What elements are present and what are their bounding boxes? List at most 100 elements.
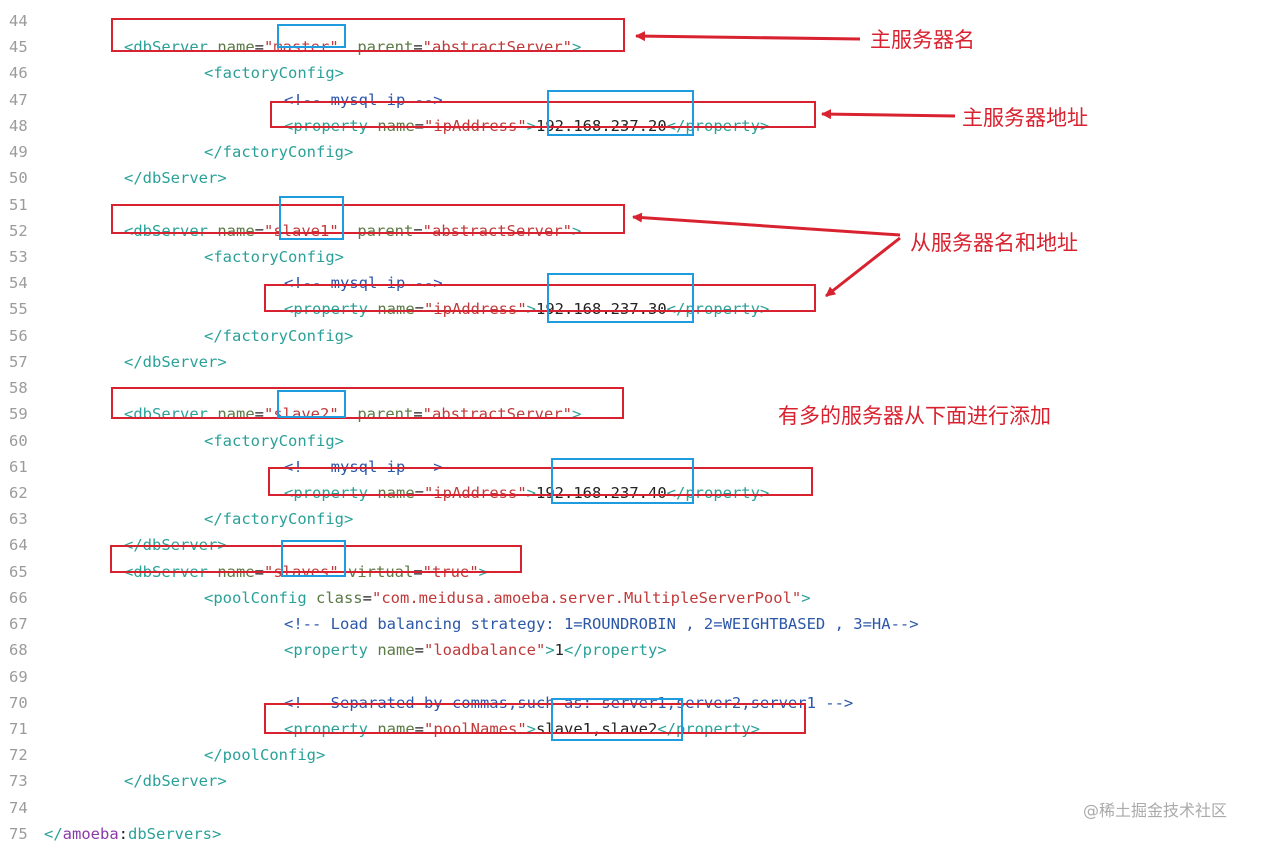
line-number: 44 (9, 12, 28, 30)
code-token-txt: = (362, 588, 372, 607)
code-token-tag: <property (284, 116, 378, 135)
highlight-line-65 (110, 545, 522, 573)
code-text: </factoryConfig> (204, 139, 353, 165)
code-token-txt: = (414, 483, 424, 502)
highlight-line-52 (111, 204, 625, 234)
line-number: 68 (9, 641, 28, 660)
code-token-tag: <factoryConfig> (204, 431, 344, 450)
line-number: 45 (9, 38, 28, 57)
line-number: 62 (9, 483, 28, 502)
line-number: 66 (9, 588, 28, 607)
code-token-tag: </property> (564, 641, 667, 660)
code-text: <property name="ipAddress">192.168.237.2… (284, 113, 769, 139)
highlight-slave2-name (277, 390, 346, 418)
code-token-tag: > (526, 300, 536, 319)
line-number: 46 (9, 64, 28, 83)
code-text: </factoryConfig> (204, 323, 353, 349)
code-line: 52<dbServer name="slave1" parent="abstra… (0, 218, 1268, 244)
code-token-tag: </dbServer> (124, 169, 227, 188)
line-number: 75 (9, 824, 28, 843)
line-number: 69 (9, 667, 28, 686)
code-token-attr: name (377, 483, 415, 502)
code-token-tag: </dbServer> (124, 352, 227, 371)
code-text: </dbServer> (124, 349, 227, 375)
code-line: 57 </dbServer> (0, 349, 1268, 375)
code-token-attr: name (377, 300, 415, 319)
line-number: 51 (9, 195, 28, 214)
line-number: 65 (9, 562, 28, 581)
highlight-line-62 (268, 467, 813, 496)
code-token-txt: = (414, 641, 424, 660)
code-line: 44 (0, 8, 1268, 34)
code-text: </factoryConfig> (204, 506, 353, 532)
code-token-tag: > (526, 116, 536, 135)
code-token-com: <!-- Load balancing strategy: 1=ROUNDROB… (284, 615, 919, 634)
code-line: 66 <poolConfig class="com.meidusa.amoeba.… (0, 585, 1268, 611)
code-line: 60 <factoryConfig> (0, 428, 1268, 454)
code-token-attr: parent (357, 221, 414, 240)
code-token-tag: <property (284, 483, 378, 502)
code-line: 54<!-- mysql ip --> (0, 270, 1268, 296)
code-text: <!-- mysql ip --> (284, 87, 443, 113)
code-line: 72</poolConfig> (0, 742, 1268, 768)
code-text: <factoryConfig> (204, 60, 344, 86)
line-number: 57 (9, 352, 28, 371)
line-number: 61 (9, 457, 28, 476)
note-master-name: 主服务器名 (870, 28, 975, 52)
code-token-tag: </factoryConfig> (204, 143, 354, 162)
code-token-val: "abstractServer" (422, 221, 572, 240)
highlight-master-name (277, 24, 346, 48)
line-number: 64 (9, 536, 28, 555)
code-text: <property name="loadbalance">1</property… (284, 637, 667, 663)
code-token-com: <!-- mysql ip --> (284, 90, 443, 109)
code-text: </dbServer> (124, 768, 227, 794)
line-number: 49 (9, 143, 28, 162)
code-line: 69 (0, 664, 1268, 690)
code-text: </poolConfig> (204, 742, 325, 768)
line-number: 59 (9, 405, 28, 424)
code-token-val: "com.meidusa.amoeba.server.MultipleServe… (372, 588, 802, 607)
code-text: <factoryConfig> (204, 428, 344, 454)
line-number: 53 (9, 247, 28, 266)
code-line: 68 <property name="loadbalance">1</proper… (0, 637, 1268, 663)
code-text: <poolConfig class="com.meidusa.amoeba.se… (204, 585, 811, 611)
code-token-tag: > (526, 719, 536, 738)
code-line: 58 (0, 375, 1268, 401)
code-text: <!-- mysql ip --> (284, 454, 443, 480)
code-text: </amoeba:dbServers> (44, 821, 221, 847)
code-token-txt: = (254, 221, 264, 240)
highlight-slave1-name (279, 196, 344, 240)
code-line: 46 <factoryConfig> (0, 60, 1268, 86)
code-token-tag: </ (44, 824, 63, 843)
code-token-tag: <factoryConfig> (204, 64, 344, 83)
highlight-slaves-name (281, 540, 346, 577)
code-token-val: "ipAddress" (424, 300, 527, 319)
code-token-attr: name (377, 116, 415, 135)
code-token-ns: amoeba (62, 824, 119, 843)
code-token-attr: name (217, 221, 255, 240)
code-token-tag: > (526, 483, 536, 502)
highlight-line-71 (264, 703, 806, 734)
code-text: <property name="ipAddress">192.168.237.3… (284, 296, 769, 322)
highlight-slave1-ip (547, 273, 694, 323)
code-token-tag: > (801, 588, 811, 607)
code-token-txt: = (413, 38, 423, 57)
note-slave-name-address: 从服务器名和地址 (910, 231, 1078, 255)
code-token-txt: 192.168.237.20 (536, 116, 667, 135)
code-line: 75 </amoeba:dbServers> (0, 821, 1268, 847)
code-line: 67 <!-- Load balancing strategy: 1=ROUNDR… (0, 611, 1268, 637)
code-line: 74 (0, 795, 1268, 821)
highlight-slave2-ip (551, 458, 694, 504)
line-number: 71 (9, 719, 28, 738)
code-line: 49 </factoryConfig> (0, 139, 1268, 165)
code-token-val: "slave1" (264, 221, 339, 240)
code-token-tag: </dbServer> (124, 772, 227, 791)
highlight-line-45 (111, 18, 625, 52)
code-token-tag: <property (284, 641, 378, 660)
code-token-tag: > (545, 641, 555, 660)
code-text: <!-- Load balancing strategy: 1=ROUNDROB… (284, 611, 919, 637)
line-number: 60 (9, 431, 28, 450)
line-number: 50 (9, 169, 28, 188)
line-number: 67 (9, 615, 28, 634)
code-token-tag: <factoryConfig> (204, 247, 344, 266)
